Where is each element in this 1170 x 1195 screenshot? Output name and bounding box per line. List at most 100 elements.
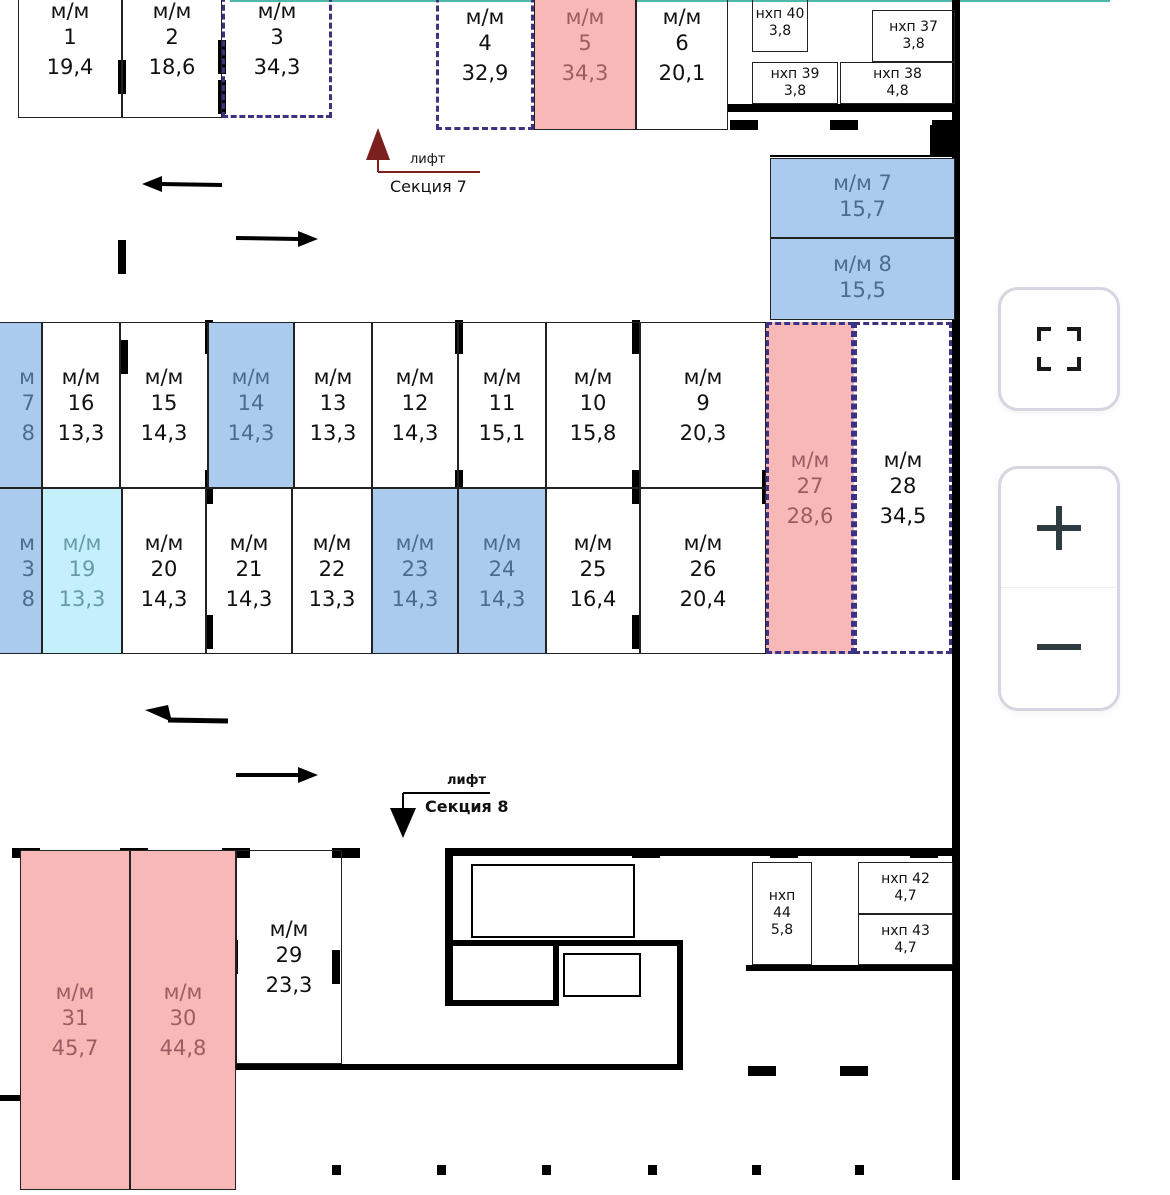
column bbox=[730, 120, 758, 130]
column bbox=[632, 615, 640, 649]
spot-number: 14 bbox=[237, 391, 265, 415]
spot-number: 22 bbox=[318, 557, 346, 581]
spot-number: 9 bbox=[696, 391, 710, 415]
spot-number: 4 bbox=[478, 31, 492, 55]
wall bbox=[746, 965, 953, 971]
spot-number: 29 bbox=[275, 943, 303, 967]
minus-icon bbox=[1037, 644, 1081, 650]
spot-type-label: м/м bbox=[683, 531, 723, 555]
column bbox=[770, 848, 798, 858]
wall bbox=[445, 848, 453, 1003]
spot-type-label: м/м bbox=[683, 365, 723, 389]
spot-area: 20,3 bbox=[679, 421, 727, 445]
spot-type-label: м/м bbox=[257, 0, 297, 23]
spot-area: 14,3 bbox=[391, 421, 439, 445]
fullscreen-button[interactable] bbox=[1001, 290, 1117, 408]
top-accent-line bbox=[230, 0, 1110, 2]
spot-number: 19 bbox=[68, 557, 96, 581]
spot-type-label: м/м bbox=[883, 448, 923, 472]
column bbox=[910, 848, 938, 858]
spot-number: 3 bbox=[270, 25, 284, 49]
section-8-label: Секция 8 bbox=[425, 797, 509, 816]
spot-number: 13 bbox=[319, 391, 347, 415]
zoom-control[interactable] bbox=[998, 466, 1120, 711]
spot-number: 24 bbox=[488, 557, 516, 581]
spot-number: 1 bbox=[63, 25, 77, 49]
spot-area: 34,3 bbox=[253, 55, 301, 79]
spot-type-label: м/м bbox=[144, 365, 184, 389]
spot-type-label: м bbox=[19, 531, 35, 555]
spot-area: 14,3 bbox=[478, 587, 526, 611]
spot-number: 31 bbox=[61, 1006, 89, 1030]
spot-type-label: нхп 39 bbox=[770, 66, 820, 82]
spot-area: 15,1 bbox=[478, 421, 526, 445]
section-7-label: Секция 7 bbox=[390, 177, 467, 196]
column bbox=[332, 950, 340, 984]
spot-number: 44 bbox=[773, 905, 791, 921]
wall bbox=[728, 104, 958, 112]
spot-type-label: м/м bbox=[229, 531, 269, 555]
spot-area: 5,8 bbox=[770, 922, 794, 938]
spot-area: 13,3 bbox=[57, 421, 105, 445]
spot-type-label: м/м bbox=[662, 5, 702, 29]
spot-number: 3,8 bbox=[768, 23, 792, 39]
arrow-right-icon bbox=[236, 767, 318, 783]
arrow-left-icon bbox=[145, 705, 229, 724]
spot-type-label: м/м bbox=[482, 531, 522, 555]
column bbox=[752, 1165, 761, 1175]
arrow-right-icon bbox=[235, 231, 318, 247]
fullscreen-control[interactable] bbox=[998, 287, 1120, 411]
column bbox=[855, 1165, 864, 1175]
spot-type-label: м/м bbox=[62, 531, 102, 555]
spot-area: 34,5 bbox=[879, 504, 927, 528]
spot-type-label: нхп 43 bbox=[881, 922, 930, 939]
zoom-out-button[interactable] bbox=[1001, 588, 1117, 706]
spot-number: 21 bbox=[235, 557, 263, 581]
spot-area: 23,3 bbox=[265, 973, 313, 997]
lift-label: лифт bbox=[447, 773, 487, 788]
zoom-in-button[interactable] bbox=[1001, 469, 1117, 588]
elevator-shaft bbox=[563, 953, 641, 997]
lift-label: лифт bbox=[410, 152, 446, 167]
spot-number: 3,8 bbox=[783, 83, 807, 99]
